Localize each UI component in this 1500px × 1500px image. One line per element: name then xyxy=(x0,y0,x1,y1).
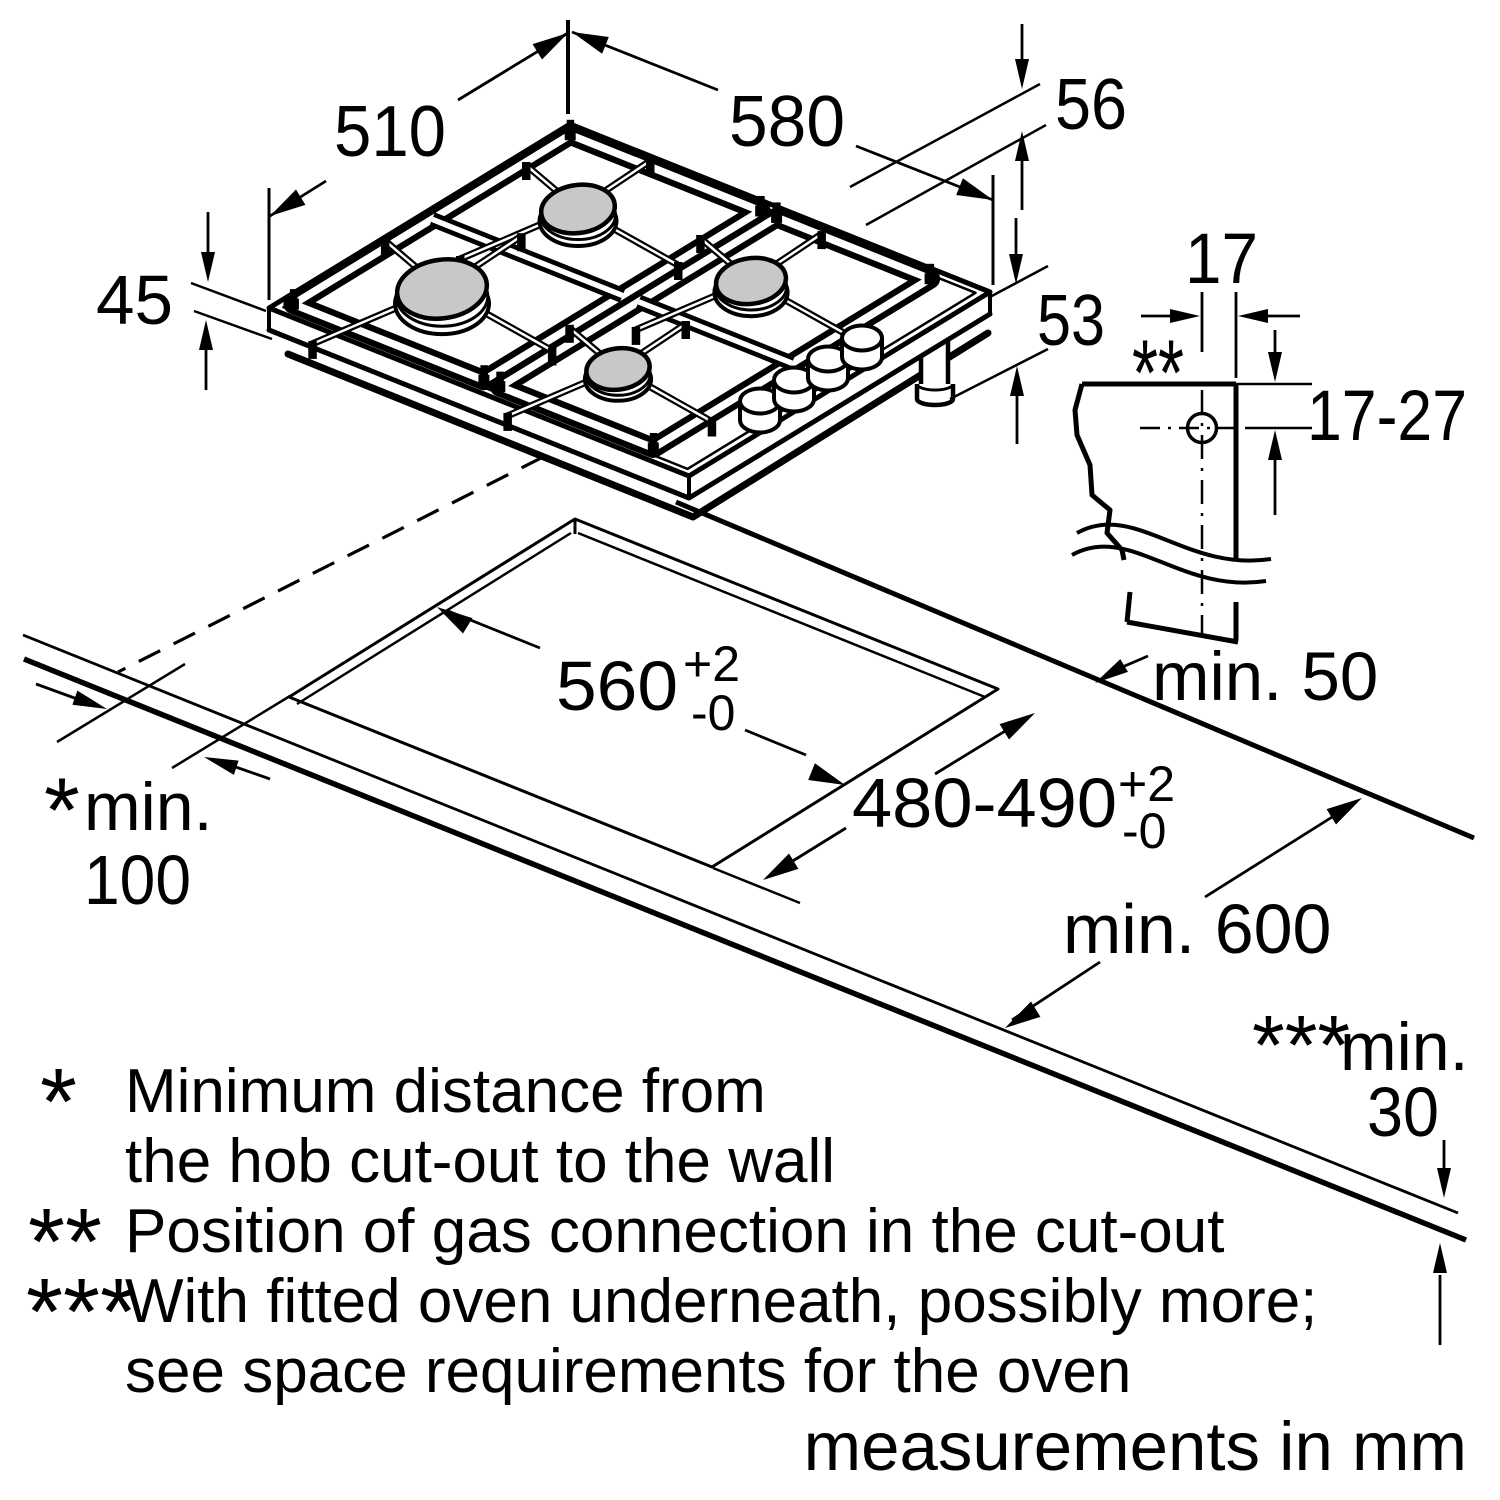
svg-text:min.: min. xyxy=(84,769,212,845)
svg-text:**: ** xyxy=(28,1189,102,1295)
svg-text:560: 560 xyxy=(556,647,678,725)
svg-text:Position of gas connection in: Position of gas connection in the cut-ou… xyxy=(125,1197,1224,1266)
svg-text:see space requirements for the: see space requirements for the oven xyxy=(125,1337,1131,1406)
svg-text:min.: min. xyxy=(1340,1009,1468,1085)
svg-text:*: * xyxy=(44,760,80,862)
svg-text:the hob cut-out to the wall: the hob cut-out to the wall xyxy=(125,1127,835,1196)
svg-text:+2: +2 xyxy=(1118,756,1175,812)
svg-text:17-27: 17-27 xyxy=(1307,377,1467,456)
svg-text:-0: -0 xyxy=(1122,803,1166,859)
svg-text:**: ** xyxy=(1132,320,1184,425)
svg-text:45: 45 xyxy=(96,261,173,339)
svg-text:min. 50: min. 50 xyxy=(1152,638,1378,715)
svg-text:580: 580 xyxy=(729,82,845,162)
svg-text:53: 53 xyxy=(1037,281,1105,361)
svg-text:-0: -0 xyxy=(691,685,735,741)
svg-text:***: *** xyxy=(1252,998,1350,1092)
svg-text:With fitted oven underneath, p: With fitted oven underneath, possibly mo… xyxy=(125,1267,1317,1336)
svg-text:measurements in mm: measurements in mm xyxy=(804,1408,1467,1485)
svg-text:30: 30 xyxy=(1367,1073,1439,1151)
svg-text:*: * xyxy=(40,1049,77,1155)
svg-text:480-490: 480-490 xyxy=(852,764,1117,842)
svg-text:***: *** xyxy=(26,1259,137,1365)
svg-text:min. 600: min. 600 xyxy=(1063,890,1331,968)
svg-text:56: 56 xyxy=(1055,65,1127,145)
svg-text:510: 510 xyxy=(334,92,446,172)
svg-text:+2: +2 xyxy=(683,636,740,692)
svg-text:100: 100 xyxy=(84,841,191,919)
svg-text:17: 17 xyxy=(1185,220,1258,299)
svg-text:Minimum distance from: Minimum distance from xyxy=(125,1057,766,1126)
